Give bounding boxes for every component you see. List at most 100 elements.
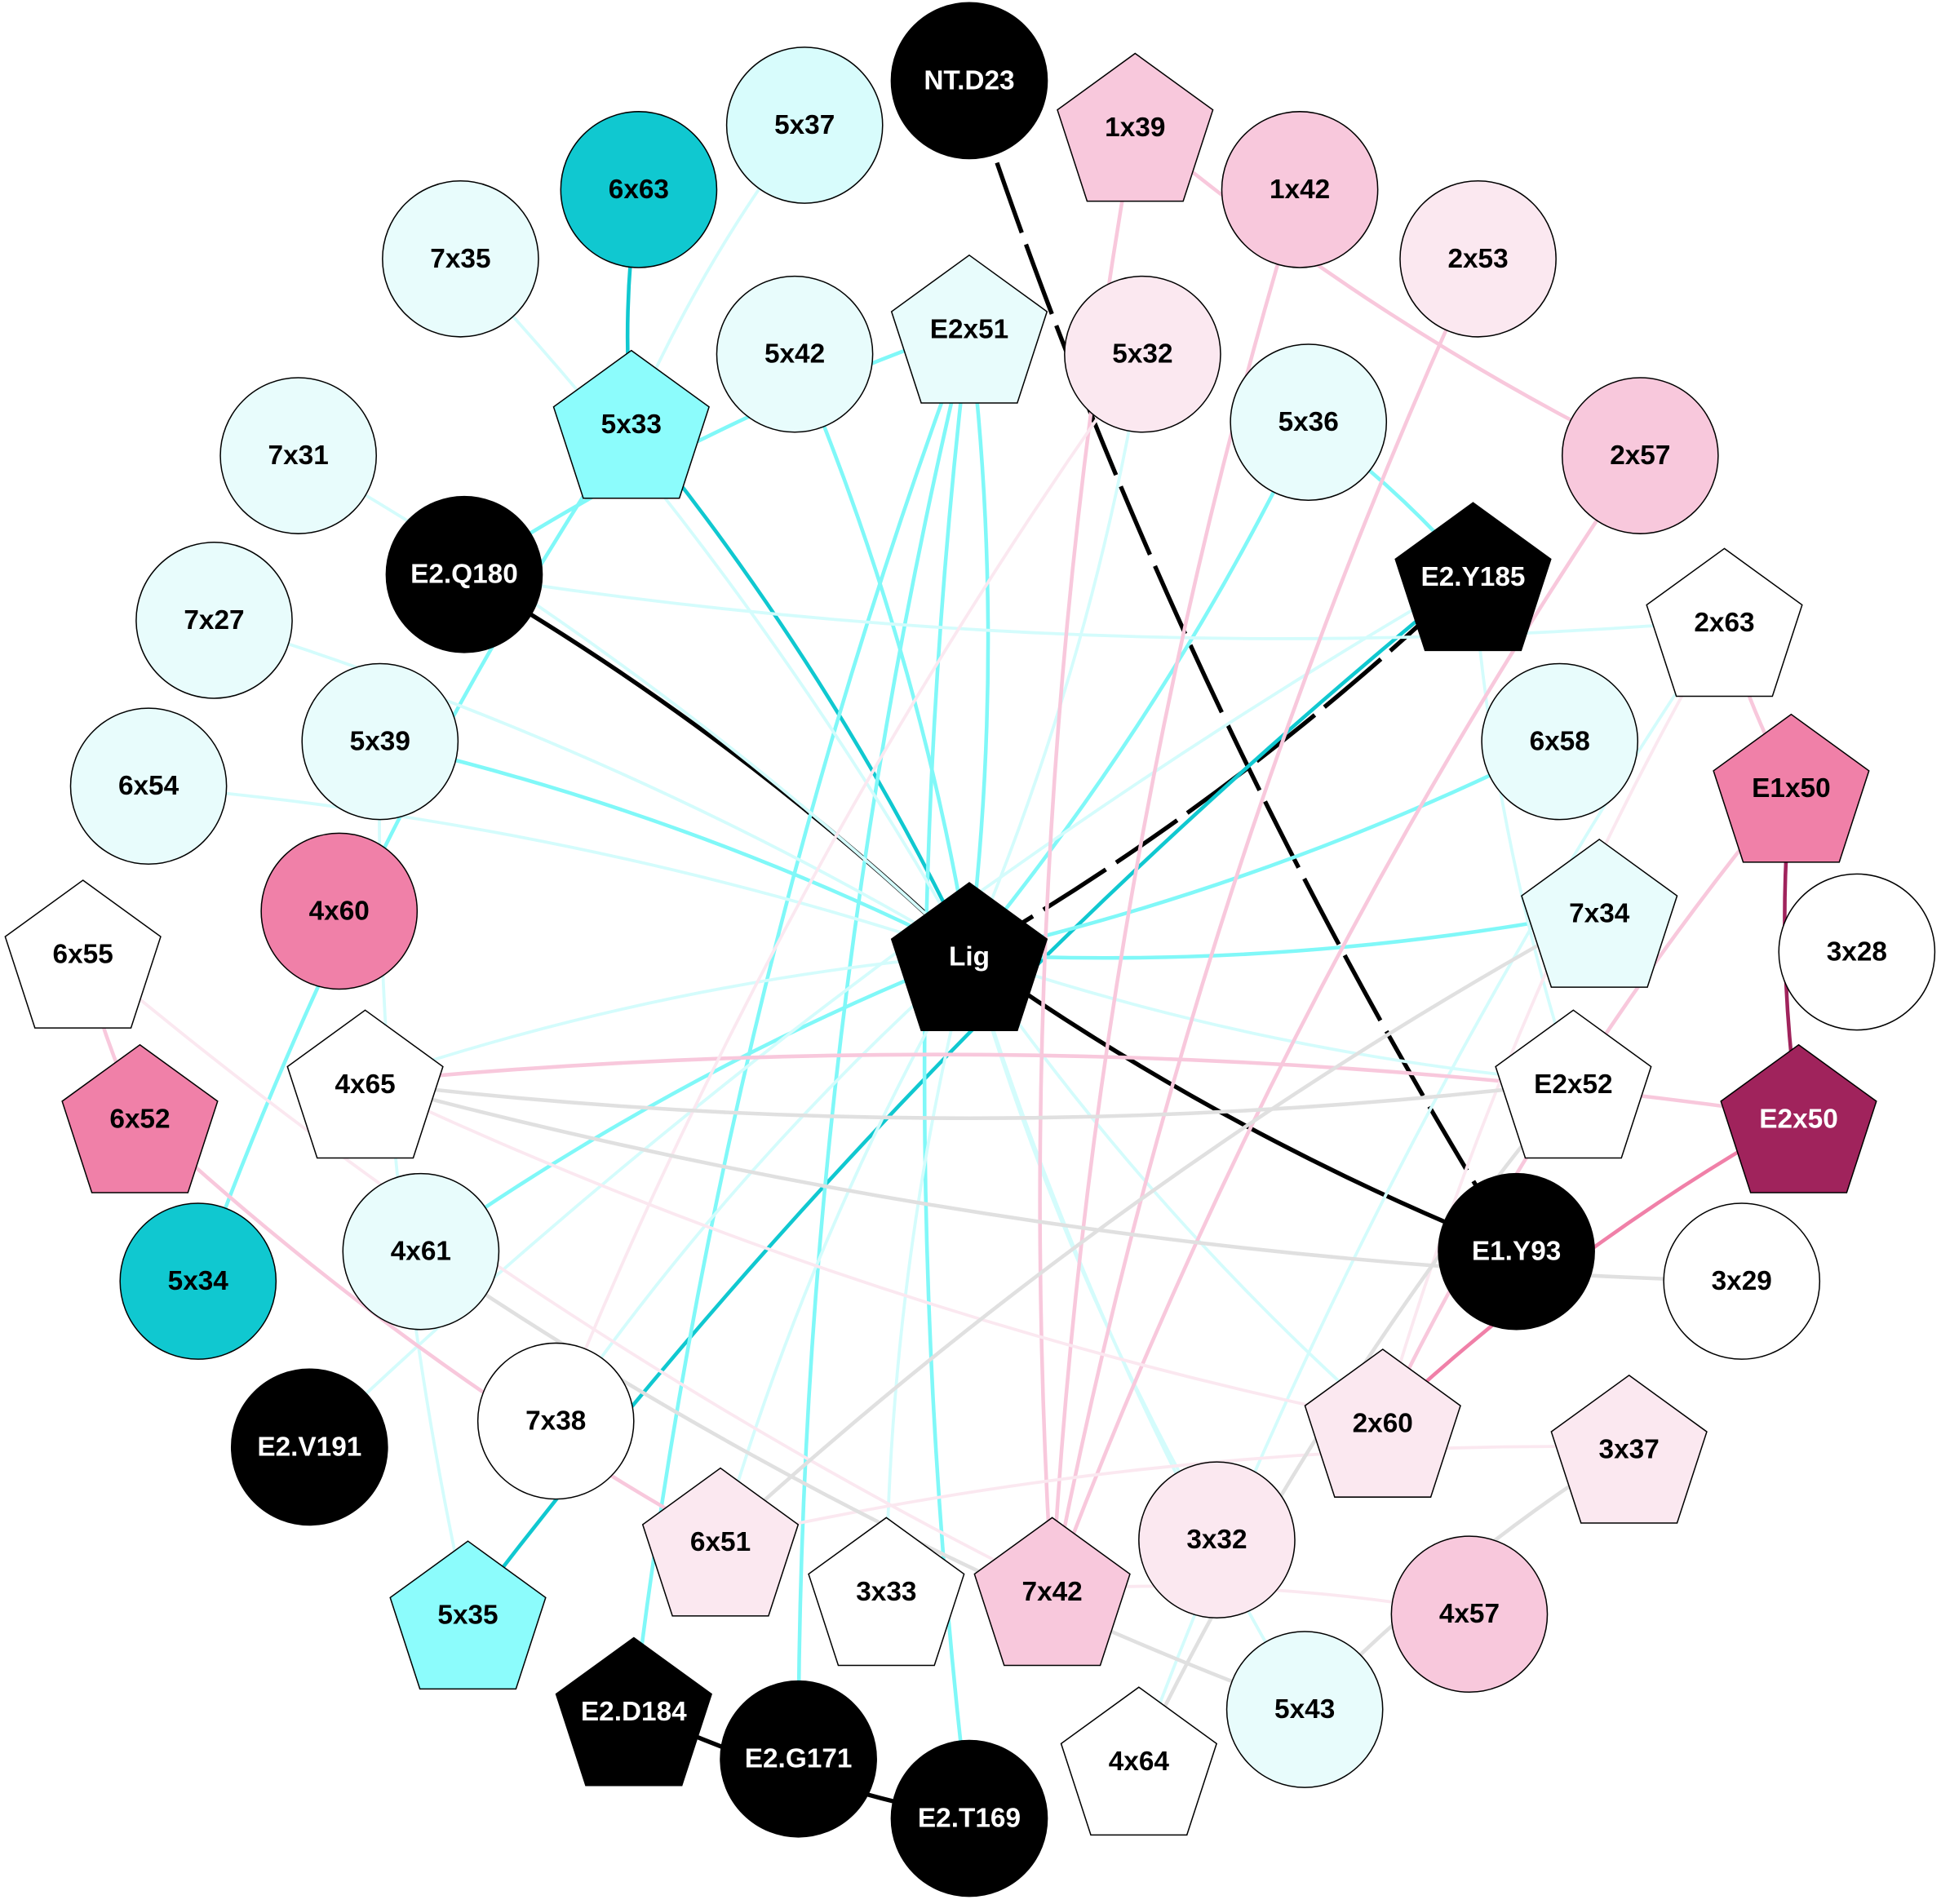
circle-node-shape [230,1368,388,1526]
pentagon-node-shape [389,1540,547,1690]
edge-lig-3x32 [968,954,1219,1541]
node-5x34[interactable]: 5x34 [119,1202,277,1360]
node-label: 6x63 [609,175,669,205]
node-1x39[interactable]: 1x39 [1057,52,1214,202]
node-nt-d23[interactable]: NT.D23 [890,2,1048,160]
circle-node-shape [342,1172,500,1331]
circle-node-shape [1390,1535,1549,1694]
node-7x31[interactable]: 7x31 [219,377,377,534]
node-6x63[interactable]: 6x63 [560,111,718,268]
node-4x61[interactable]: 4x61 [342,1172,500,1331]
node-3x37[interactable]: 3x37 [1550,1374,1708,1524]
node-2x63[interactable]: 2x63 [1646,547,1803,697]
node-3x29[interactable]: 3x29 [1663,1202,1821,1360]
circle-node-shape [720,1680,877,1838]
edge-e2x51-e2-g171 [796,326,972,1760]
node-label: 1x42 [1270,175,1330,205]
node-label: 5x43 [1274,1694,1335,1725]
node-5x43[interactable]: 5x43 [1225,1631,1384,1788]
node-5x35[interactable]: 5x35 [389,1540,547,1690]
edge-2x57-7x42 [1050,454,1642,1591]
edge-4x65-e2x52 [365,1080,1574,1120]
edge-lig-3x33 [884,954,971,1590]
pentagon-node-shape [555,1636,712,1787]
node-label: 7x34 [1569,898,1630,928]
edge-3x37-6x51 [720,1445,1629,1542]
circle-node-shape [890,2,1048,160]
circle-node-shape [1663,1202,1821,1360]
node-e2-y185[interactable]: E2.Y185 [1394,502,1552,652]
node-4x65[interactable]: 4x65 [286,1009,444,1159]
edge-6x52-6x51 [138,1115,722,1542]
edge-lig-e2x51 [967,326,990,955]
node-e2x50[interactable]: E2x50 [1720,1043,1877,1193]
edge-lig-7x38 [554,953,971,1423]
edge-4x65-2x60 [364,1080,1384,1423]
node-6x55[interactable]: 6x55 [4,879,162,1029]
node-label: 1x39 [1105,113,1165,143]
node-4x64[interactable]: 4x64 [1060,1686,1218,1836]
node-2x60[interactable]: 2x60 [1304,1348,1461,1498]
node-1x42[interactable]: 1x42 [1221,111,1379,268]
node-e1-y93[interactable]: E1.Y93 [1438,1172,1595,1331]
node-label: 4x64 [1109,1747,1170,1777]
node-5x36[interactable]: 5x36 [1230,343,1388,501]
node-3x28[interactable]: 3x28 [1778,873,1936,1031]
pentagon-node-shape [1646,547,1803,697]
node-4x57[interactable]: 4x57 [1390,1535,1549,1694]
node-2x57[interactable]: 2x57 [1561,377,1719,534]
node-label: E2.Q180 [410,560,518,590]
node-5x42[interactable]: 5x42 [716,275,874,433]
node-label: E1.Y93 [1472,1237,1561,1267]
node-5x39[interactable]: 5x39 [301,662,459,821]
circle-node-shape [1438,1172,1595,1331]
node-3x32[interactable]: 3x32 [1138,1461,1296,1619]
node-3x33[interactable]: 3x33 [808,1517,965,1667]
node-label: 4x65 [335,1069,395,1100]
pentagon-node-shape [286,1009,444,1159]
node-e2-v191[interactable]: E2.V191 [230,1368,388,1526]
node-label: E1x50 [1752,773,1830,804]
node-layer: LigNT.D231x391x422x532x572x63E1x503x28E2… [4,2,1936,1897]
node-label: E2x50 [1759,1104,1837,1134]
node-4x60[interactable]: 4x60 [260,832,419,990]
pentagon-node-shape [890,882,1048,1031]
node-7x35[interactable]: 7x35 [382,180,539,338]
node-6x58[interactable]: 6x58 [1481,662,1639,821]
node-e2-d184[interactable]: E2.D184 [555,1636,712,1787]
node-2x53[interactable]: 2x53 [1399,180,1557,338]
node-6x54[interactable]: 6x54 [69,707,228,866]
node-label: 5x36 [1278,407,1339,437]
node-7x38[interactable]: 7x38 [476,1342,635,1500]
node-label: 2x60 [1353,1409,1413,1439]
node-7x34[interactable]: 7x34 [1521,838,1678,988]
edge-lig-5x32 [968,353,1145,955]
circle-node-shape [385,495,543,653]
node-7x27[interactable]: 7x27 [135,542,293,699]
node-label: 4x57 [1439,1599,1500,1629]
node-label: 4x61 [391,1237,451,1267]
node-lig[interactable]: Lig [890,882,1048,1031]
pentagon-node-shape [1057,52,1214,202]
node-e2x52[interactable]: E2x52 [1495,1009,1652,1159]
node-5x32[interactable]: 5x32 [1064,275,1221,433]
node-label: 7x42 [1022,1577,1083,1607]
node-label: 7x35 [430,244,490,274]
node-e2-t169[interactable]: E2.T169 [890,1739,1048,1897]
node-e1x50[interactable]: E1x50 [1713,713,1870,863]
node-label: 5x42 [764,339,825,370]
node-e2-q180[interactable]: E2.Q180 [385,495,543,653]
edge-lig-4x61 [419,952,970,1254]
node-6x51[interactable]: 6x51 [641,1467,800,1617]
node-5x33[interactable]: 5x33 [552,349,710,499]
node-e2-g171[interactable]: E2.G171 [720,1680,877,1838]
node-5x37[interactable]: 5x37 [725,46,884,204]
circle-node-shape [1561,377,1719,534]
circle-node-shape [260,832,419,990]
node-e2x51[interactable]: E2x51 [890,254,1048,404]
pentagon-node-shape [890,254,1048,404]
node-7x42[interactable]: 7x42 [973,1517,1131,1667]
pentagon-node-shape [1720,1043,1877,1193]
node-6x52[interactable]: 6x52 [61,1043,219,1193]
